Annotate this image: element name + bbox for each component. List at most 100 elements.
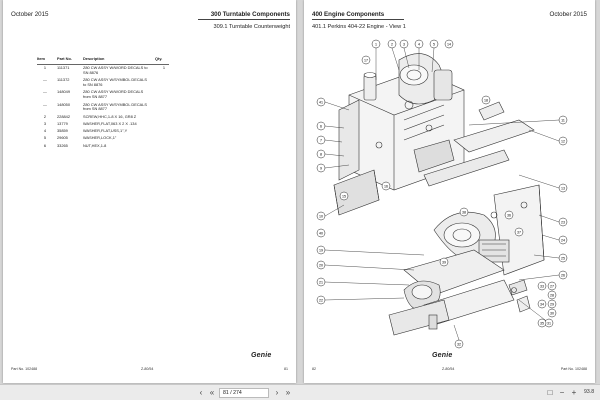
row-item: 1 [43,65,47,71]
svg-text:1: 1 [375,42,377,46]
zoom-level[interactable]: 93.8 [584,389,595,395]
svg-text:23: 23 [561,220,565,224]
svg-text:40: 40 [319,231,323,235]
svg-text:26: 26 [561,273,565,277]
callout: 19 [316,245,326,255]
svg-text:18: 18 [484,98,488,102]
svg-text:6: 6 [320,124,322,128]
callout: 29 [547,299,557,309]
callouts-lower: 19 20 21 22 23 24 25 26 27 28 29 30 31 3… [316,207,568,349]
right-subsection-title: 401.1 Perkins 404-22 Engine - View 1 [312,24,406,30]
callout: 38 [459,207,469,217]
callout: 9 [316,163,326,173]
callout: 26 [558,270,568,280]
leader-lines [324,47,560,341]
callout: 18 [481,95,491,105]
row-description: Z80 CW ASSY W/WORD DECALS from SN 8877 [83,89,144,100]
callout: 36 [504,210,514,220]
svg-text:29: 29 [550,302,554,306]
row-part-no: 13779 [57,120,68,126]
table-row: — 148050 Z80 CW ASSY W/SYMBOL DECALS fro… [37,101,169,113]
row-item: — [43,77,47,83]
row-part-no: 111372 [57,77,70,83]
genie-logo: Genie [251,352,272,359]
svg-text:30: 30 [550,311,554,315]
right-footer-model: Z-80/54 [442,367,455,371]
callout: 10 [316,211,326,221]
engine-exploded-diagram: 1 2 3 4 5 41 6 7 8 9 10 11 12 13 14 15 1… [316,39,568,349]
col-item: Item [37,56,57,65]
row-qty [155,101,169,113]
callout: 5 [429,39,439,49]
callout: 4 [414,39,424,49]
parts-table: Item Part No. Description Qty. 1 111371 … [37,56,169,150]
row-qty [155,143,169,150]
header-rule [198,19,290,20]
callout: 39 [439,257,449,267]
callout: 32 [454,339,464,349]
svg-text:21: 21 [319,280,323,284]
col-description: Description [83,56,155,65]
right-footer-part-no: Part No. 102488 [560,367,587,371]
svg-text:24: 24 [561,238,565,242]
row-qty [155,128,169,135]
last-page-icon[interactable]: » [285,388,291,397]
svg-text:9: 9 [320,166,322,170]
row-description: WASHER,LOCK,1" [83,135,117,141]
svg-text:32: 32 [457,342,461,346]
callout: 40 [316,228,326,238]
svg-text:3: 3 [403,42,405,46]
row-qty: 1 [162,65,165,71]
svg-text:11: 11 [561,118,565,122]
table-row: 5 29605 WASHER,LOCK,1" [37,135,169,142]
svg-text:14: 14 [447,42,451,46]
table-row: 3 13779 WASHER,FLAT,063 X 2 X .134 [37,121,169,128]
svg-text:17: 17 [364,58,368,62]
callout: 34 [537,299,547,309]
callout: 41 [316,97,326,107]
row-qty [155,135,169,142]
svg-text:33: 33 [540,284,544,288]
row-description: Z80 CW ASSY W/SYMBOL DECALS from SN 8877 [83,101,147,112]
row-item: 4 [43,128,47,134]
callout: 37 [514,227,524,237]
row-item: 2 [43,113,47,119]
svg-text:31: 31 [547,321,551,325]
svg-text:22: 22 [319,298,323,302]
svg-text:36: 36 [507,213,511,217]
next-page-button[interactable]: › [275,388,279,397]
table-row: 6 33265 NUT,HEX,1-8 [37,143,169,150]
zoom-in-icon[interactable]: + [571,388,577,397]
page-number-input[interactable]: 81 / 274 [219,388,269,398]
fit-page-icon[interactable]: □ [547,388,553,397]
row-part-no: 29605 [57,135,68,141]
svg-text:19: 19 [319,248,323,252]
table-row: 1 111371 Z80 CW ASSY W/WORD DECALS to SN… [37,65,169,78]
svg-text:38: 38 [462,210,466,214]
row-part-no: 228842 [57,113,70,119]
genie-logo: Genie [432,352,453,359]
row-description: WASHER,FLAT,063 X 2 X .134 [83,120,137,126]
row-description: WASHER,FLAT,USS,1",Y [83,128,128,134]
svg-text:5: 5 [433,42,435,46]
callout: 27 [547,281,557,291]
callout: 16 [381,181,391,191]
callout: 33 [537,281,547,291]
svg-text:34: 34 [540,302,544,306]
svg-text:4: 4 [418,42,420,46]
prev-page-button[interactable]: ‹ [199,388,203,397]
callout: 11 [558,115,568,125]
svg-text:41: 41 [319,100,323,104]
zoom-out-icon[interactable]: − [559,388,565,397]
svg-text:25: 25 [561,256,565,260]
row-item: — [43,89,47,95]
svg-text:2: 2 [391,42,393,46]
row-part-no: 148050 [57,101,70,107]
parts-table-header: Item Part No. Description Qty. [37,56,169,65]
first-page-icon[interactable]: « [209,388,215,397]
svg-text:27: 27 [550,284,554,288]
callout: 22 [316,295,326,305]
callout: 31 [544,318,554,328]
row-item: — [43,101,47,107]
